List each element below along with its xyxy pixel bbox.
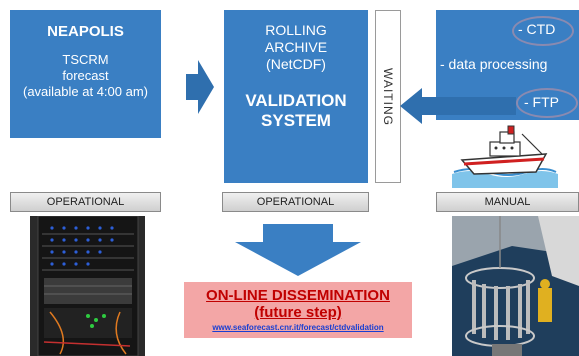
neapolis-line-model: TSCRM (62, 52, 109, 67)
neapolis-box: NEAPOLIS TSCRM forecast (available at 4:… (10, 10, 161, 138)
ctd-rosette-photo (452, 216, 579, 356)
netcdf-label: (NetCDF) (266, 56, 326, 72)
dissemination-title: ON-LINE DISSEMINATION (206, 287, 390, 304)
system-title: SYSTEM (261, 111, 331, 130)
neapolis-line-forecast: forecast (62, 68, 109, 83)
ship-icon (452, 125, 558, 188)
arrow-right-icon (186, 60, 214, 114)
dissemination-link[interactable]: www.seaforecast.cnr.it/forecast/ctdvalid… (212, 323, 384, 332)
server-rack-photo (30, 216, 145, 356)
ctd-highlight-ellipse (512, 16, 574, 46)
arrow-down-icon (235, 224, 361, 276)
validation-system-box: ROLLING ARCHIVE (NetCDF) VALIDATION SYST… (224, 10, 368, 183)
ctd-item: - CTD (518, 21, 556, 37)
operational-label-left: OPERATIONAL (10, 192, 161, 212)
neapolis-line-availability: (available at 4:00 am) (22, 84, 148, 99)
validation-title: VALIDATION (245, 91, 347, 110)
data-processing-item: - data processing (440, 56, 548, 72)
online-dissemination-box: ON-LINE DISSEMINATION (future step) www.… (184, 282, 412, 338)
archive-label: ARCHIVE (264, 39, 328, 55)
dissemination-subtitle: (future step) (254, 304, 342, 321)
rolling-label: ROLLING (265, 22, 327, 38)
manual-label: MANUAL (436, 192, 579, 212)
operational-label-middle: OPERATIONAL (222, 192, 369, 212)
waiting-label: WAITING (381, 67, 395, 126)
waiting-box: WAITING (375, 10, 401, 183)
arrow-left-icon (400, 88, 516, 124)
ftp-item: - FTP (524, 94, 559, 110)
neapolis-title: NEAPOLIS (47, 23, 124, 40)
ftp-highlight-ellipse (516, 88, 578, 118)
